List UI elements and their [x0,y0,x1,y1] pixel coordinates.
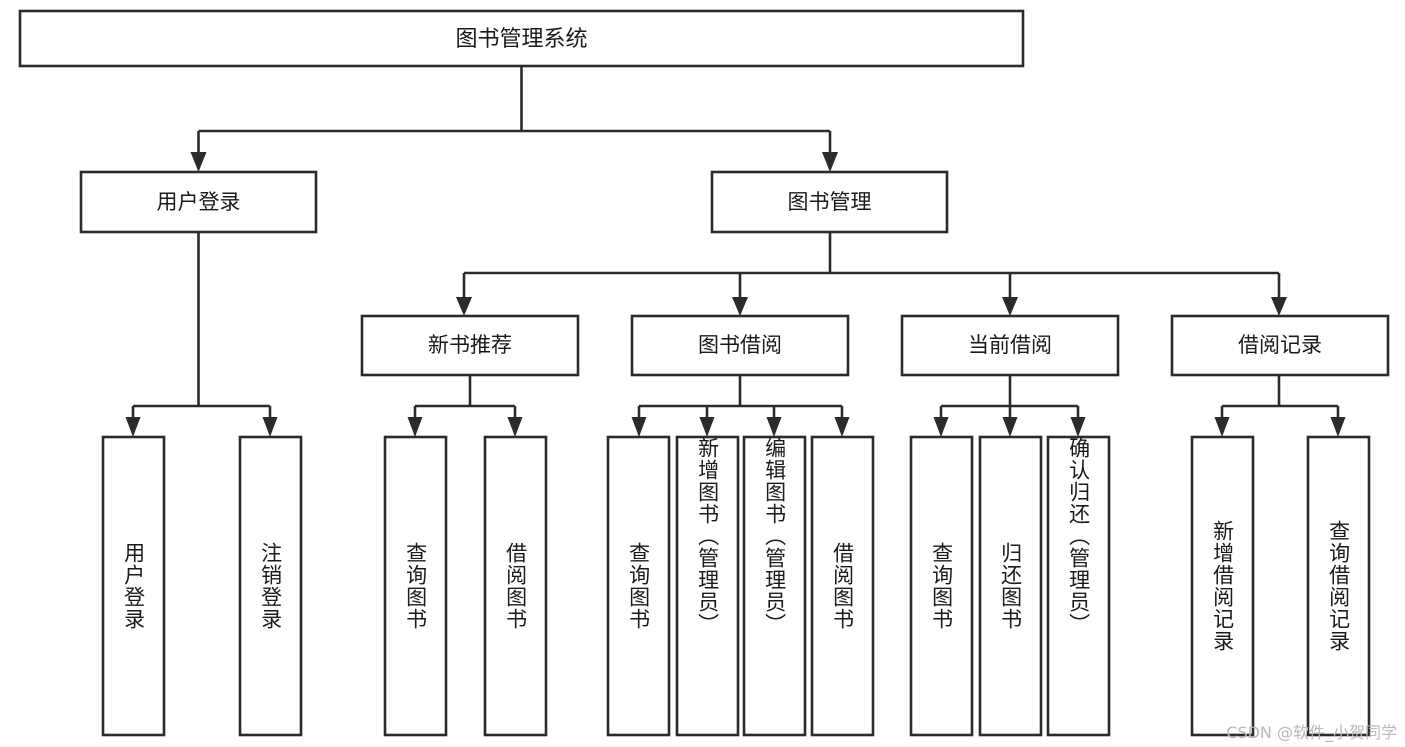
node-new-book-recommend-label: 新书推荐 [428,333,512,357]
arrow-new-book-leaf-0 [407,417,423,437]
leaf-box-book-borrow-2[interactable] [742,435,807,737]
leaf-group-current-borrow [909,435,1111,737]
connector-group-root [190,67,838,172]
leaf-group-book-borrow [606,435,875,737]
node-book-management[interactable]: 图书管理 [710,170,949,234]
node-book-borrow-label: 图书借阅 [698,333,782,357]
arrow-book-mgmt-to-current [1002,297,1018,316]
leaf-box-current-borrow-0[interactable] [909,435,974,737]
leaf-box-user-login-0[interactable] [101,435,166,737]
node-current-borrow-label: 当前借阅 [968,333,1052,357]
leaf-box-user-login-1[interactable] [238,435,303,737]
arrow-root-to-user-login [190,152,207,172]
node-new-book-recommend-box[interactable] [360,314,580,377]
connector-group-new-book [407,376,523,437]
leaf-group-new-book-recommend [383,435,548,737]
leaf-group-user-login [101,435,303,737]
node-root-system-label: 图书管理系统 [455,27,587,52]
leaf-box-current-borrow-1[interactable] [978,435,1043,737]
arrow-new-book-leaf-1 [507,417,523,437]
node-book-management-box[interactable] [710,170,949,234]
connector-group-book-borrow [631,376,850,437]
leaf-box-current-borrow-2[interactable] [1046,435,1111,737]
arrow-root-to-book-mgmt [822,152,838,172]
connector-group-book-mgmt [456,233,1287,316]
arrow-book-borrow-leaf-2 [766,417,782,437]
node-borrow-record[interactable]: 借阅记录 [1170,314,1390,377]
arrow-book-mgmt-to-borrow [732,297,748,316]
arrow-book-borrow-leaf-1 [699,417,715,437]
leaf-box-new-book-0[interactable] [383,435,448,737]
arrow-book-mgmt-to-record [1271,297,1287,316]
node-current-borrow[interactable]: 当前借阅 [900,314,1120,377]
arrow-book-borrow-leaf-3 [834,417,850,437]
node-root-system-box[interactable] [18,9,1025,68]
arrow-user-login-leaf-0 [125,417,141,437]
node-book-management-label: 图书管理 [788,190,872,214]
arrow-current-borrow-leaf-1 [1002,417,1018,437]
connector-group-current-borrow [933,376,1086,437]
arrow-current-borrow-leaf-2 [1070,417,1086,437]
arrow-user-login-leaf-1 [262,417,278,437]
arrow-book-mgmt-to-new-book [456,297,472,316]
node-current-borrow-box[interactable] [900,314,1120,377]
node-book-borrow-box[interactable] [630,314,850,377]
node-user-login[interactable]: 用户登录 [79,170,318,234]
arrow-book-borrow-leaf-0 [631,417,647,437]
leaf-group-borrow-record [1190,435,1371,737]
node-book-borrow[interactable]: 图书借阅 [630,314,850,377]
leaf-box-book-borrow-3[interactable] [810,435,875,737]
leaf-box-new-book-1[interactable] [483,435,548,737]
node-new-book-recommend[interactable]: 新书推荐 [360,314,580,377]
node-user-login-box[interactable] [79,170,318,234]
leaf-box-book-borrow-0[interactable] [606,435,671,737]
node-borrow-record-box[interactable] [1170,314,1390,377]
leaf-box-book-borrow-1[interactable] [675,435,740,737]
arrow-current-borrow-leaf-0 [933,417,949,437]
leaf-box-borrow-record-1[interactable] [1306,435,1371,737]
arrow-borrow-record-leaf-0 [1214,417,1230,437]
node-root-system[interactable]: 图书管理系统 [18,9,1025,68]
node-user-login-label: 用户登录 [157,190,241,214]
arrow-borrow-record-leaf-1 [1330,417,1346,437]
connector-group-borrow-record [1214,376,1346,437]
leaf-box-borrow-record-0[interactable] [1190,435,1255,737]
node-borrow-record-label: 借阅记录 [1238,333,1322,357]
connector-group-user-login [125,233,278,437]
